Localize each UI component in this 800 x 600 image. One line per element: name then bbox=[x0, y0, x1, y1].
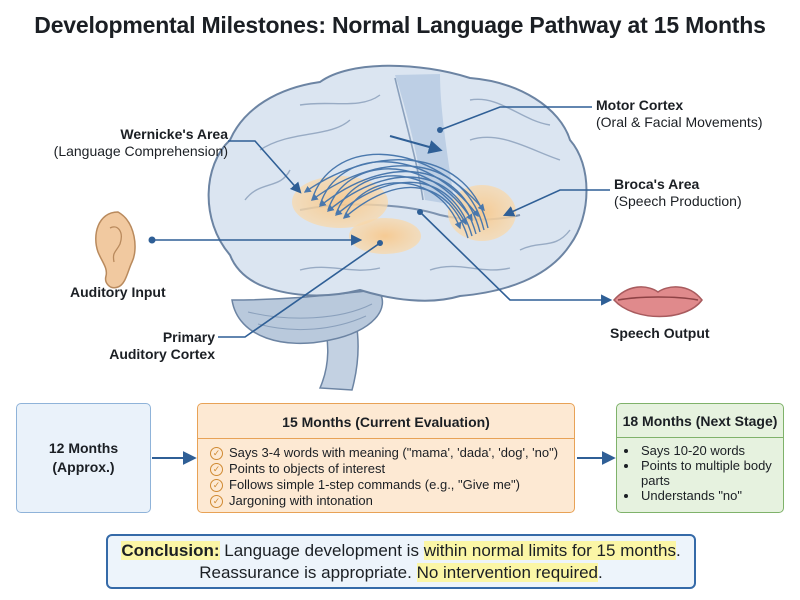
motor-label: Motor Cortex (Oral & Facial Movements) bbox=[596, 97, 796, 131]
stage-18-title: 18 Months (Next Stage) bbox=[622, 413, 778, 429]
stage-15-months: 15 Months (Current Evaluation) ✓ Says 3-4… bbox=[197, 403, 575, 513]
conclusion-box: Conclusion: Language development is with… bbox=[106, 534, 696, 589]
wernicke-label: Wernicke's Area (Language Comprehension) bbox=[20, 126, 228, 160]
primary-auditory-label: Primary Auditory Cortex bbox=[60, 329, 215, 363]
motor-name: Motor Cortex bbox=[596, 97, 684, 113]
speech-output-text: Speech Output bbox=[610, 325, 710, 341]
list-item: ✓ Says 3-4 words with meaning ("mama', 'd… bbox=[210, 445, 574, 461]
speech-output-label: Speech Output bbox=[610, 325, 760, 342]
list-item-text: Follows simple 1-step commands (e.g., "G… bbox=[229, 477, 520, 493]
check-circle-icon: ✓ bbox=[210, 478, 223, 492]
stage-15-divider bbox=[198, 438, 574, 440]
list-item-text: Jargoning with intonation bbox=[229, 493, 373, 509]
primary-auditory-line2: Auditory Cortex bbox=[109, 346, 215, 362]
stage-18-divider bbox=[617, 437, 783, 439]
conclusion-highlight2: No intervention required bbox=[416, 563, 599, 582]
list-item: ✓ Jargoning with intonation bbox=[210, 493, 574, 509]
wernicke-desc: (Language Comprehension) bbox=[53, 143, 228, 159]
conclusion-line2: Reassurance is appropriate. No intervent… bbox=[108, 562, 694, 584]
auditory-input-arrow bbox=[148, 234, 363, 246]
broca-desc: (Speech Production) bbox=[614, 193, 742, 209]
broca-label: Broca's Area (Speech Production) bbox=[614, 176, 794, 210]
check-circle-icon: ✓ bbox=[210, 462, 223, 476]
brain-illustration bbox=[95, 64, 703, 391]
stage-18-list: Says 10-20 words Points to multiple body… bbox=[617, 443, 783, 503]
primary-auditory-pointer bbox=[218, 240, 383, 338]
wernicke-pointer bbox=[228, 140, 302, 194]
wernicke-name: Wernicke's Area bbox=[120, 126, 228, 142]
conclusion-dot2: . bbox=[598, 563, 603, 582]
cerebellum bbox=[231, 289, 384, 345]
list-item-text: Points to objects of interest bbox=[229, 461, 386, 477]
stage-15-title: 15 Months (Current Evaluation) bbox=[282, 414, 490, 430]
stage-12-line2: (Approx.) bbox=[52, 459, 115, 475]
list-item: Understands "no" bbox=[639, 488, 783, 503]
stage-15-list: ✓ Says 3-4 words with meaning ("mama', 'd… bbox=[198, 445, 574, 509]
arcuate-fasciculus bbox=[303, 153, 489, 239]
list-item: ✓ Points to objects of interest bbox=[210, 461, 574, 477]
check-circle-icon: ✓ bbox=[210, 494, 223, 508]
auditory-input-text: Auditory Input bbox=[70, 284, 166, 300]
stage-18-months: 18 Months (Next Stage) Says 10-20 words … bbox=[616, 403, 784, 513]
list-item-text: Says 3-4 words with meaning ("mama', 'da… bbox=[229, 445, 559, 461]
motor-desc: (Oral & Facial Movements) bbox=[596, 114, 763, 130]
list-item: Points to multiple body parts bbox=[639, 458, 783, 488]
conclusion-highlight1: within normal limits for 15 months bbox=[423, 541, 676, 560]
lips-icon bbox=[612, 286, 703, 318]
list-item: ✓ Follows simple 1-step commands (e.g., "… bbox=[210, 477, 574, 493]
broca-pointer bbox=[502, 189, 610, 217]
auditory-input-label: Auditory Input bbox=[70, 284, 210, 301]
stage-12-line1: 12 Months bbox=[48, 440, 119, 456]
broca-name: Broca's Area bbox=[614, 176, 700, 192]
primary-auditory-line1: Primary bbox=[162, 329, 215, 345]
list-item: Says 10-20 words bbox=[639, 443, 783, 458]
conclusion-line1: Conclusion: Language development is with… bbox=[108, 540, 694, 562]
conclusion-label: Conclusion: bbox=[121, 541, 220, 560]
primary-auditory-region bbox=[349, 218, 421, 254]
motor-pointer bbox=[437, 106, 592, 133]
speech-output-arrow bbox=[417, 209, 613, 306]
check-circle-icon: ✓ bbox=[210, 446, 223, 460]
conclusion-text1: Language development is bbox=[219, 541, 424, 560]
page-title: Developmental Milestones: Normal Languag… bbox=[34, 12, 766, 38]
conclusion-text2: Reassurance is appropriate. bbox=[199, 563, 417, 582]
conclusion-dot1: . bbox=[675, 541, 681, 560]
ear-icon bbox=[95, 211, 136, 289]
stage-12-months: 12 Months (Approx.) bbox=[16, 403, 151, 513]
